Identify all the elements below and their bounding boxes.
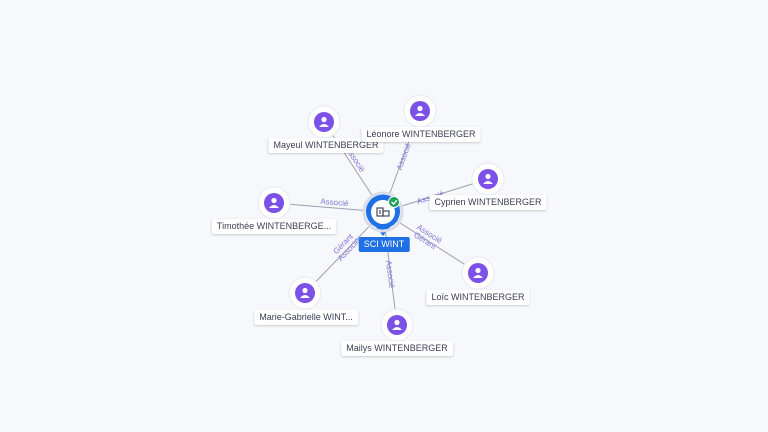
- building-icon: [376, 207, 390, 217]
- company-node[interactable]: [362, 191, 404, 236]
- person-icon: [269, 197, 279, 208]
- person-node-loic[interactable]: [461, 256, 495, 290]
- person-node-timothee[interactable]: [257, 186, 291, 220]
- person-node-cyprien[interactable]: [471, 162, 505, 196]
- graph-nodes: [257, 94, 505, 342]
- edge-role-label: Associé: [384, 260, 396, 289]
- person-name-label[interactable]: Mailys WINTENBERGER: [341, 341, 453, 356]
- person-icon: [415, 105, 425, 116]
- person-name-label[interactable]: Mayeul WINTENBERGER: [268, 138, 384, 153]
- company-pin-halo: [362, 191, 404, 233]
- edge-role-label: Associé: [320, 197, 349, 208]
- person-name-label[interactable]: Cyprien WINTENBERGER: [429, 195, 547, 210]
- person-icon: [319, 116, 329, 127]
- person-node-leonore[interactable]: [403, 94, 437, 128]
- person-node-mailys[interactable]: [380, 308, 414, 342]
- person-name-label[interactable]: Marie-Gabrielle WINT...: [254, 310, 358, 325]
- person-name-label[interactable]: Loïc WINTENBERGER: [426, 290, 530, 305]
- edge-role-label: Associé: [395, 141, 413, 171]
- person-node-mayeul[interactable]: [307, 105, 341, 139]
- person-name-label[interactable]: Léonore WINTENBERGER: [361, 127, 481, 142]
- person-name-label[interactable]: Timothée WINTENBERGE...: [211, 219, 337, 234]
- person-icon: [473, 267, 483, 278]
- person-icon: [483, 173, 493, 184]
- company-name-label[interactable]: SCI WINT: [358, 237, 410, 252]
- person-icon: [300, 287, 310, 298]
- person-icon: [392, 319, 402, 330]
- check-icon: [388, 196, 400, 208]
- person-node-marie[interactable]: [288, 276, 322, 310]
